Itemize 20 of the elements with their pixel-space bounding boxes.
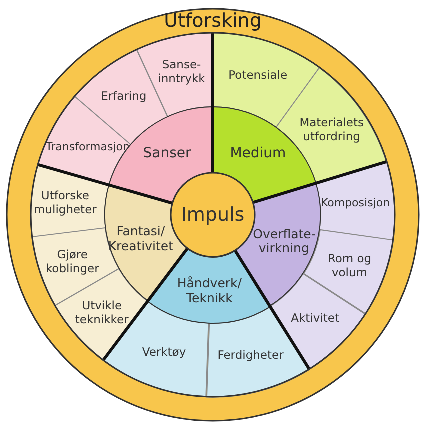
ring-title: Utforsking	[163, 10, 263, 32]
segment-label: Utforske muligheter	[33, 190, 98, 217]
segment-label: Verktøy	[141, 346, 188, 360]
segment-label: Erfaring	[100, 90, 148, 104]
segment-label: Fantasi/Kreativitet	[107, 224, 174, 254]
segment-label: Materialets utfordring	[298, 116, 365, 144]
segment-label: Komposisjon	[320, 197, 392, 210]
segment-label: Håndverk/Teknikk	[176, 276, 243, 306]
segment-label: Gjøre koblinger	[44, 248, 100, 276]
segment-label: Overflate-virkning	[253, 226, 316, 256]
center-label: Impuls	[180, 204, 246, 226]
segment-label: Sanse-inntrykk	[157, 58, 206, 86]
segment-label: Medium	[229, 146, 288, 162]
segment-label: Transformasjon	[45, 141, 131, 154]
segment-label: Utvikle teknikker	[74, 300, 130, 327]
segment-label: Aktivitet	[290, 312, 340, 326]
segment-label: Rom og volum	[326, 252, 373, 280]
segment-label: Sanser	[142, 146, 192, 163]
segment-label: Ferdigheter	[216, 349, 285, 363]
segment-label: Potensiale	[228, 69, 289, 83]
